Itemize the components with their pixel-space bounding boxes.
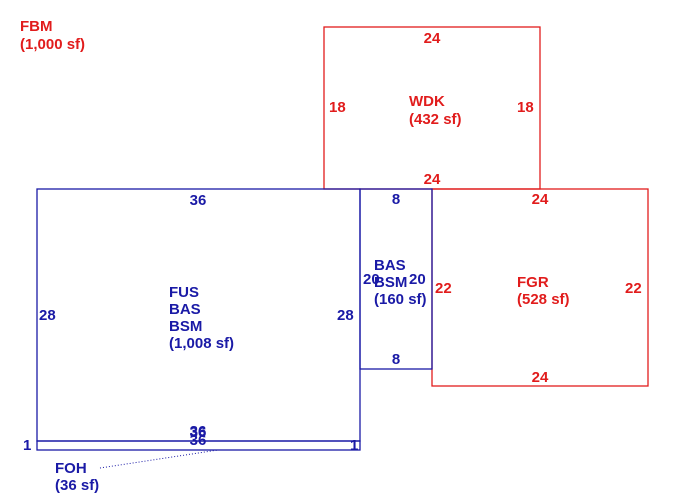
foh-code: FOH [55, 460, 87, 477]
bas-dim-top: 8 [392, 191, 400, 208]
fgr-area: (528 sf) [517, 291, 570, 308]
bas-dim-bottom: 8 [392, 351, 400, 368]
bas-code-1: BAS [374, 257, 406, 274]
fus-code-1: FUS [169, 284, 199, 301]
fus-area: (1,008 sf) [169, 335, 234, 352]
fus-dim-bottom: 36 [190, 423, 207, 440]
summary-area: (1,000 sf) [20, 36, 85, 53]
wdk-dim-right: 18 [517, 99, 534, 116]
fgr-dim-top: 24 [532, 191, 549, 208]
fus-dim-top: 36 [190, 192, 207, 209]
wdk-dim-top: 24 [424, 30, 441, 47]
foh-outline [36, 440, 361, 451]
foh-dim-top: 36 [190, 424, 207, 441]
bas-outline [359, 188, 433, 370]
summary-code: FBM [20, 18, 53, 35]
fgr-dim-left: 22 [435, 280, 452, 297]
foh-dim-bottom: 36 [190, 432, 207, 449]
wdk-code: WDK [409, 93, 445, 110]
wdk-area: (432 sf) [409, 111, 462, 128]
wdk-dim-left: 18 [329, 99, 346, 116]
fus-dim-left: 28 [39, 307, 56, 324]
foh-area: (36 sf) [55, 477, 99, 494]
fgr-dim-right: 22 [625, 280, 642, 297]
foh-dim-left: 1 [23, 437, 31, 454]
bas-dim-right: 20 [409, 271, 426, 288]
bas-dim-left: 20 [363, 271, 380, 288]
bas-area: (160 sf) [374, 291, 427, 308]
foh-dim-right: 1 [350, 437, 358, 454]
foh-leader-line [99, 449, 219, 469]
fgr-code: FGR [517, 274, 549, 291]
fus-code-3: BSM [169, 318, 202, 335]
fgr-dim-bottom: 24 [532, 369, 549, 386]
bas-code-2: BSM [374, 274, 407, 291]
wdk-dim-bottom: 24 [424, 171, 441, 188]
fus-dim-right: 28 [337, 307, 354, 324]
fus-code-2: BAS [169, 301, 201, 318]
